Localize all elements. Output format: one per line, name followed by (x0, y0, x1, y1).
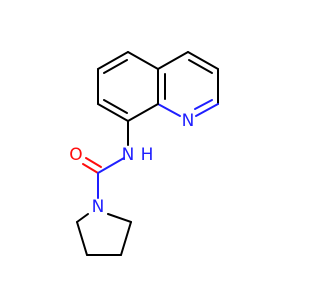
quinoline-n-label: N (182, 111, 195, 131)
bond-pyr-c4-c5 (76, 221, 88, 256)
bond-pyr-c2-c3 (120, 221, 132, 256)
bond-c5-c6-double (103, 59, 128, 74)
carbonyl-o-label: O (69, 145, 82, 165)
bond-c4a-c5 (127, 51, 159, 70)
bond-nh-carbonyl (97, 157, 125, 174)
bond-carbonyl-o-2 (85, 157, 102, 168)
bond-pyr-c5-n (76, 213, 89, 223)
bond-c2-n1-double (194, 99, 213, 110)
molecule-diagram: N N H O N (69, 51, 219, 256)
structure-svg: N N H O N (69, 51, 219, 256)
bond-c4-c3 (187, 51, 219, 70)
bond-c4a-c4 (157, 51, 189, 70)
bond-n1-c8a (157, 103, 181, 117)
amide-n-label: N (122, 145, 135, 165)
bond-c4-c3-double (188, 59, 213, 74)
amide-h-label: H (141, 145, 154, 165)
bond-c7-c8-double (103, 99, 128, 114)
bond-pyr-n-c2 (107, 213, 132, 223)
bond-c8-c8a (127, 103, 159, 122)
pyrrolidine-n-label: N (92, 197, 105, 217)
bond-c5-c6 (97, 51, 129, 70)
bond-c2-n1 (195, 103, 219, 117)
bond-c7-c8 (97, 103, 129, 122)
bond-carbonyl-o-1 (82, 163, 99, 174)
